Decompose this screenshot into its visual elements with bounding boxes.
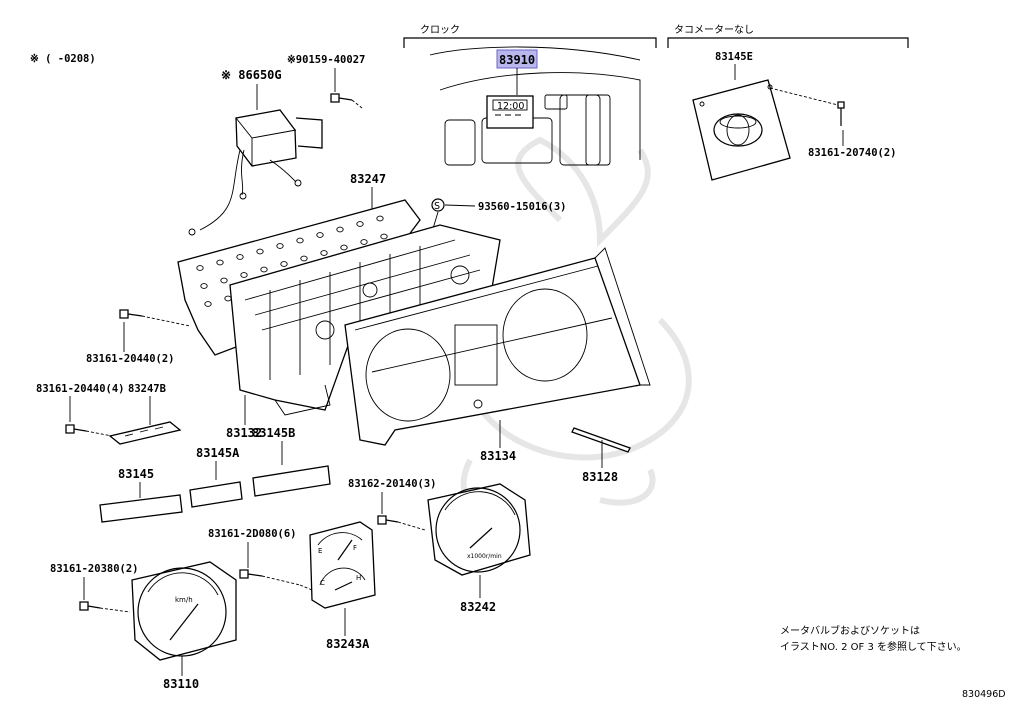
note-line-2: イラストNO. 2 OF 3 を参照して下さい。 <box>780 640 967 653</box>
temp-c: C <box>320 579 325 587</box>
part-83134-label[interactable]: 83134 <box>480 449 516 463</box>
meter-hood <box>344 247 651 446</box>
section-clock-label: クロック <box>420 24 460 36</box>
part-86650G-label[interactable]: ※ 86650G <box>221 68 282 82</box>
note-line-1: メータバルブおよびソケットは <box>780 624 920 637</box>
board-hole <box>376 215 384 222</box>
board-hole <box>196 265 204 271</box>
part-83162-20140-label[interactable]: 83162-20140(3) <box>348 478 437 490</box>
part-83161-20440-4-label[interactable]: 83161-20440(4) <box>36 383 125 395</box>
part-83128-label[interactable]: 83128 <box>582 470 618 484</box>
tach-unit: x1000r/min <box>467 553 502 560</box>
screw-83161-20440-upper <box>119 309 191 327</box>
board-hole <box>356 221 364 227</box>
part-83161-20440-2-label[interactable]: 83161-20440(2) <box>86 353 175 365</box>
tachometer-gauge: x1000r/min <box>427 483 531 576</box>
circuit-83247B <box>108 421 182 445</box>
pin-83128 <box>571 427 631 453</box>
board-hole <box>220 277 228 284</box>
part-83247-label[interactable]: 83247 <box>350 172 386 186</box>
screw-83161-20440-lower <box>65 424 113 437</box>
speed-unit: km/h <box>175 596 193 604</box>
temp-h: H <box>356 574 361 582</box>
board-hole <box>236 254 244 260</box>
board-hole <box>280 261 288 267</box>
part-83161-20380-label[interactable]: 83161-20380(2) <box>50 563 139 575</box>
part-93560-15016-label[interactable]: 93560-15016(3) <box>478 201 567 213</box>
board-hole <box>380 233 388 240</box>
board-hole <box>336 226 344 233</box>
screw-83161-20740 <box>837 101 845 126</box>
buzzer-assembly <box>188 109 323 236</box>
board-hole <box>200 283 208 289</box>
screw-90159 <box>330 93 363 109</box>
plate-83145A <box>189 481 243 508</box>
emblem-plate <box>692 79 791 181</box>
screw-83162-20140 <box>377 515 426 531</box>
board-hole <box>260 266 268 273</box>
speedometer-gauge: km/h <box>131 561 237 661</box>
board-hole <box>256 248 264 255</box>
screw-83161-20380 <box>79 601 131 613</box>
part-83161-2D080-label[interactable]: 83161-2D080(6) <box>208 528 297 540</box>
clock-dash-illustration: 12:00 <box>429 46 641 166</box>
s-marker-text: S <box>434 201 440 212</box>
board-hole <box>216 259 224 266</box>
board-hole <box>316 232 324 238</box>
part-83110-label[interactable]: 83110 <box>163 677 199 691</box>
fuel-e: E <box>318 547 322 555</box>
clock-display: 12:00 <box>497 101 524 112</box>
board-hole <box>204 301 212 307</box>
part-83910-label[interactable]: 83910 <box>499 53 535 67</box>
part-83247B-label[interactable]: 83247B <box>128 383 166 395</box>
part-83243A-label[interactable]: 83243A <box>326 637 370 651</box>
part-83145B-label[interactable]: 83145B <box>252 426 295 440</box>
board-hole <box>340 244 348 251</box>
part-83132-label[interactable]: 83132 <box>226 426 262 440</box>
board-hole <box>276 243 284 249</box>
part-83242-label[interactable]: 83242 <box>460 600 496 614</box>
board-hole <box>320 250 328 256</box>
screw-83161-2D080 <box>239 569 313 591</box>
s-marker-circle <box>431 198 445 212</box>
part-83145-label[interactable]: 83145 <box>118 467 154 481</box>
header-note: ※ ( -0208) <box>30 53 96 65</box>
diagram-code: 830496D <box>962 689 1006 700</box>
part-83145E-label[interactable]: 83145E <box>715 51 753 63</box>
section-no-tacho-label: タコメーターなし <box>674 24 754 36</box>
part-83145A-label[interactable]: 83145A <box>196 446 240 460</box>
part-90159-40027-label[interactable]: ※90159-40027 <box>287 54 365 66</box>
board-hole <box>240 272 248 278</box>
plate-83145B <box>252 465 331 497</box>
plate-83145 <box>99 494 183 523</box>
part-83161-20740-label[interactable]: 83161-20740(2) <box>808 147 897 159</box>
board-hole <box>300 255 308 262</box>
fuel-f: F <box>353 544 357 552</box>
fuel-temp-gauge: E F C H <box>309 521 376 609</box>
board-hole <box>296 237 304 244</box>
board-hole <box>360 239 368 245</box>
section-brackets <box>403 37 909 48</box>
